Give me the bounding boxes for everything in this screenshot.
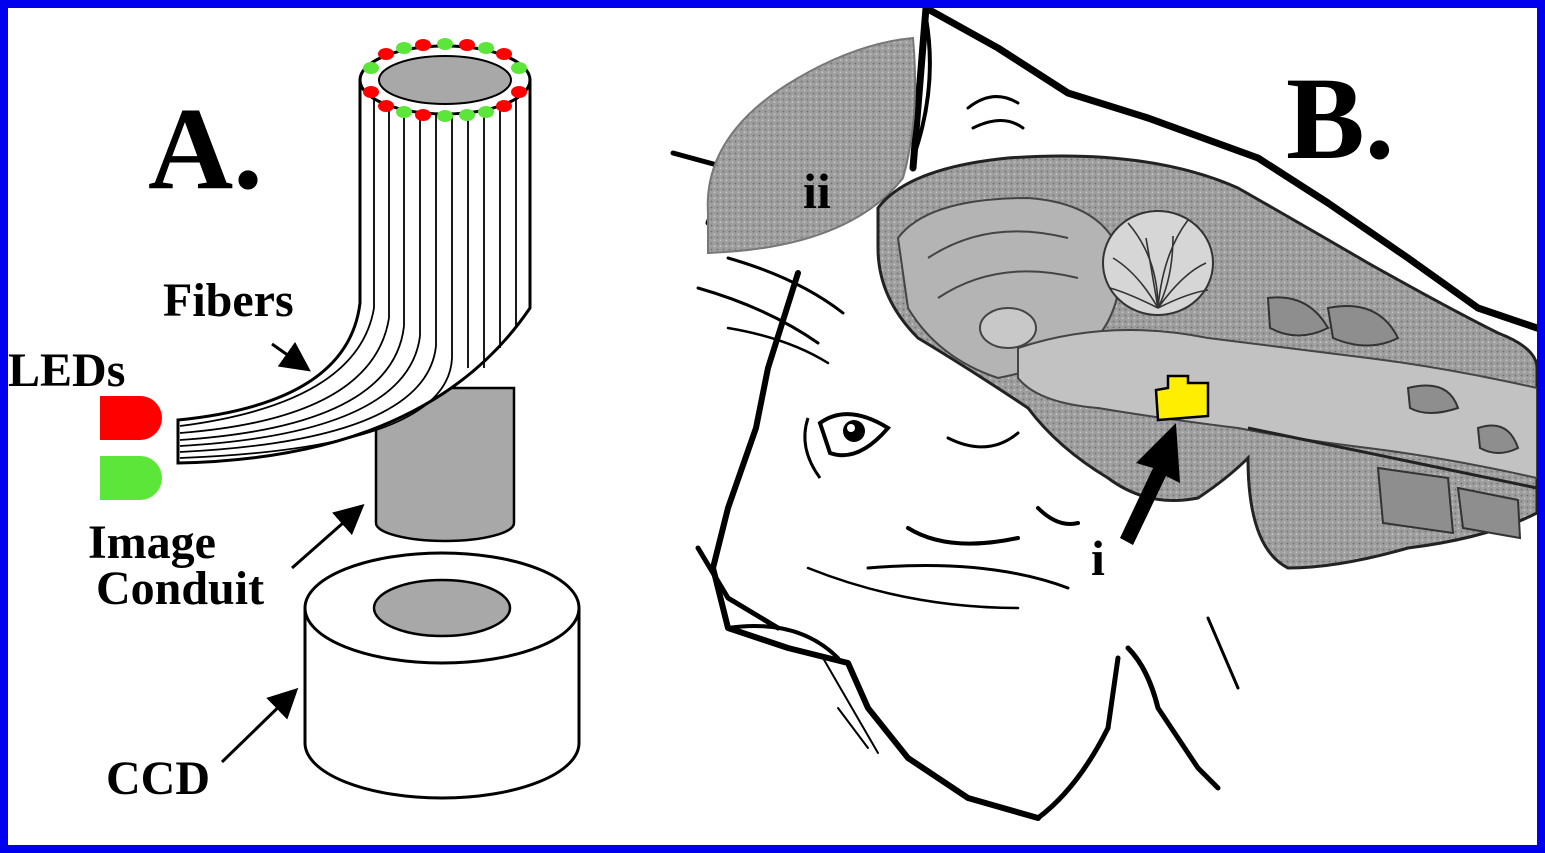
panel-a-label: A. — [148, 83, 263, 214]
marker-ii: ii — [803, 163, 831, 219]
panel-b: B. — [673, 8, 1537, 818]
led-red — [100, 396, 162, 440]
image-conduit-label-line2: Conduit — [96, 562, 264, 615]
panel-b-label: B. — [1286, 53, 1394, 184]
figure-frame: A. — [8, 8, 1537, 845]
marker-i: i — [1091, 530, 1105, 586]
cat-eye — [805, 414, 888, 478]
ccd-ring — [305, 553, 579, 798]
cerebellum — [1103, 211, 1213, 315]
panel-a: A. — [8, 38, 579, 805]
ccd-label: CCD — [106, 752, 210, 805]
led-green — [100, 456, 162, 500]
brain-section — [878, 156, 1537, 568]
figure-canvas: A. — [8, 8, 1537, 845]
fibers-label: Fibers — [163, 274, 294, 327]
leds-label: LEDs — [8, 344, 125, 397]
